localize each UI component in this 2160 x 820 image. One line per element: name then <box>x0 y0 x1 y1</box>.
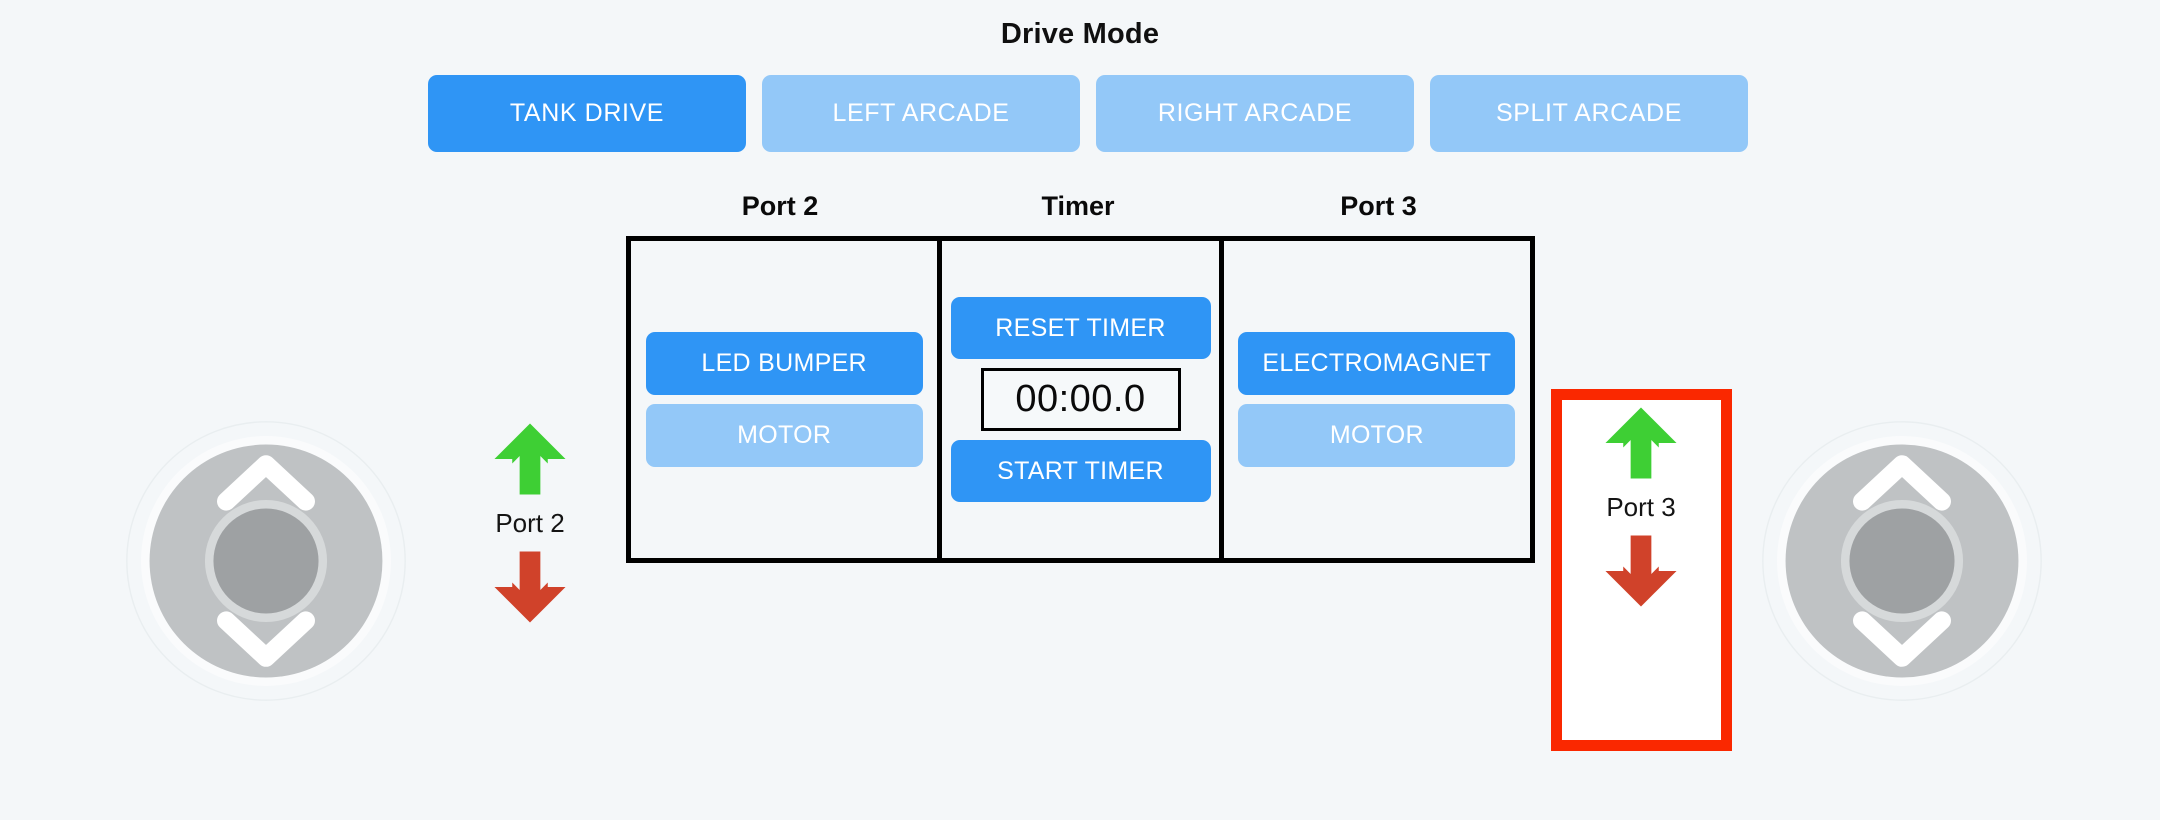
drive-mode-selector: TANK DRIVE LEFT ARCADE RIGHT ARCADE SPLI… <box>428 75 1748 152</box>
control-panel: LED BUMPER MOTOR RESET TIMER 00:00.0 STA… <box>626 236 1535 563</box>
port3-arrow-controls: Port 3 <box>1566 404 1716 610</box>
chevron-down-icon <box>1853 611 1951 667</box>
arrow-up-icon[interactable] <box>1604 404 1678 482</box>
arrow-up-icon[interactable] <box>493 420 567 498</box>
chevron-up-icon <box>217 455 315 511</box>
drive-mode-left-arcade[interactable]: LEFT ARCADE <box>762 75 1080 152</box>
port3-motor-button[interactable]: MOTOR <box>1238 404 1516 467</box>
arrow-down-icon[interactable] <box>493 548 567 626</box>
port2-label: Port 2 <box>495 508 565 538</box>
joystick-knob <box>1849 508 1955 614</box>
drive-mode-right-arcade[interactable]: RIGHT ARCADE <box>1096 75 1414 152</box>
drive-mode-tank-drive[interactable]: TANK DRIVE <box>428 75 746 152</box>
joystick-left[interactable] <box>124 419 408 703</box>
panel-column-timer: RESET TIMER 00:00.0 START TIMER <box>937 241 1224 558</box>
panel-header-port2: Port 2 <box>741 191 819 221</box>
start-timer-button[interactable]: START TIMER <box>950 440 1211 502</box>
port2-arrow-controls: Port 2 <box>455 420 605 626</box>
port2-motor-button[interactable]: MOTOR <box>645 404 923 467</box>
panel-column-port3: ELECTROMAGNET MOTOR <box>1224 241 1530 558</box>
joystick-knob <box>213 508 319 614</box>
drive-mode-split-arcade[interactable]: SPLIT ARCADE <box>1430 75 1748 152</box>
port3-label: Port 3 <box>1606 492 1676 522</box>
chevron-down-icon <box>217 611 315 667</box>
panel-header-port3: Port 3 <box>1340 191 1417 221</box>
panel-column-port2: LED BUMPER MOTOR <box>631 241 937 558</box>
led-bumper-button[interactable]: LED BUMPER <box>645 332 923 395</box>
chevron-up-icon <box>1853 455 1951 511</box>
panel-header-timer: Timer <box>1041 191 1115 221</box>
reset-timer-button[interactable]: RESET TIMER <box>950 297 1211 359</box>
electromagnet-button[interactable]: ELECTROMAGNET <box>1238 332 1516 395</box>
timer-display: 00:00.0 <box>980 368 1181 431</box>
page-title: Drive Mode <box>1000 18 1160 50</box>
joystick-right[interactable] <box>1760 419 2044 703</box>
arrow-down-icon[interactable] <box>1604 532 1678 610</box>
